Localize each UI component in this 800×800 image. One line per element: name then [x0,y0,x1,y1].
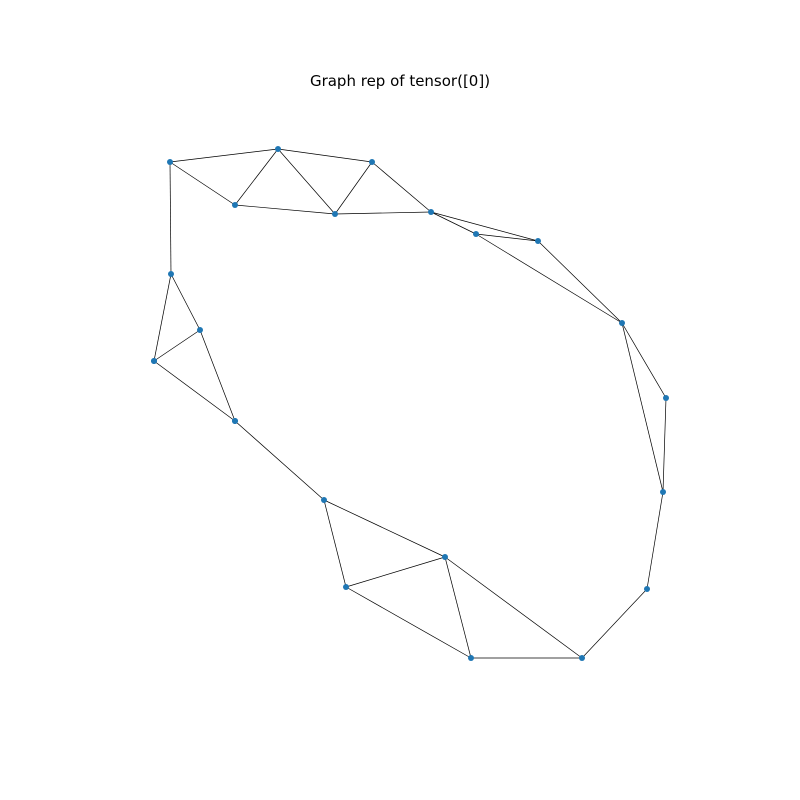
graph-node [232,418,238,424]
graph-edge [444,556,583,659]
graph-edge [662,397,667,493]
graph-node [321,497,327,503]
graph-edge [581,588,648,659]
graph-node [442,554,448,560]
graph-node [579,655,585,661]
graph-edge [169,161,236,206]
graph-edge [277,148,336,215]
graph-node [369,159,375,165]
edges-layer [153,148,667,659]
graph-edge [234,204,336,215]
graph-edge [334,211,432,215]
figure-title: Graph rep of tensor([0]) [309,72,491,90]
graph-node [468,655,474,661]
graph-edge [475,233,539,242]
graph-edge [334,161,373,215]
graph-edge [153,329,201,362]
graph-node [232,202,238,208]
graph-edge [345,586,472,659]
graph-node [275,146,281,152]
graph-node [332,211,338,217]
graph-node [428,209,434,215]
graph-node [151,358,157,364]
graph-edge [621,322,667,399]
graph-edge [371,161,432,213]
graph-node [535,238,541,244]
graph-edge [170,273,201,331]
graph-edge [537,240,623,324]
graph-edge [277,148,373,163]
graph-edge [153,360,236,422]
graph-edge [430,211,539,242]
graph-edge [153,273,172,362]
graph-edge [345,556,446,588]
graph-node [663,395,669,401]
graph-edge [234,420,325,501]
graph-node [660,489,666,495]
graph-edge [430,211,477,235]
nodes-layer [151,146,669,661]
graph-edge [621,322,664,493]
graph-edge [323,499,446,558]
graph-edge [444,556,472,659]
graph-edge [646,491,664,590]
graph-node [167,159,173,165]
graph-node [619,320,625,326]
graph-node [473,231,479,237]
graph-node [343,584,349,590]
graph-edge [169,161,172,275]
graph-edge [323,499,347,588]
graph-node [644,586,650,592]
graph-edge [169,148,279,163]
graph-node [197,327,203,333]
graph-edge [475,233,623,324]
graph-node [168,271,174,277]
graph-edge [199,329,236,422]
graph-edge [234,148,279,206]
